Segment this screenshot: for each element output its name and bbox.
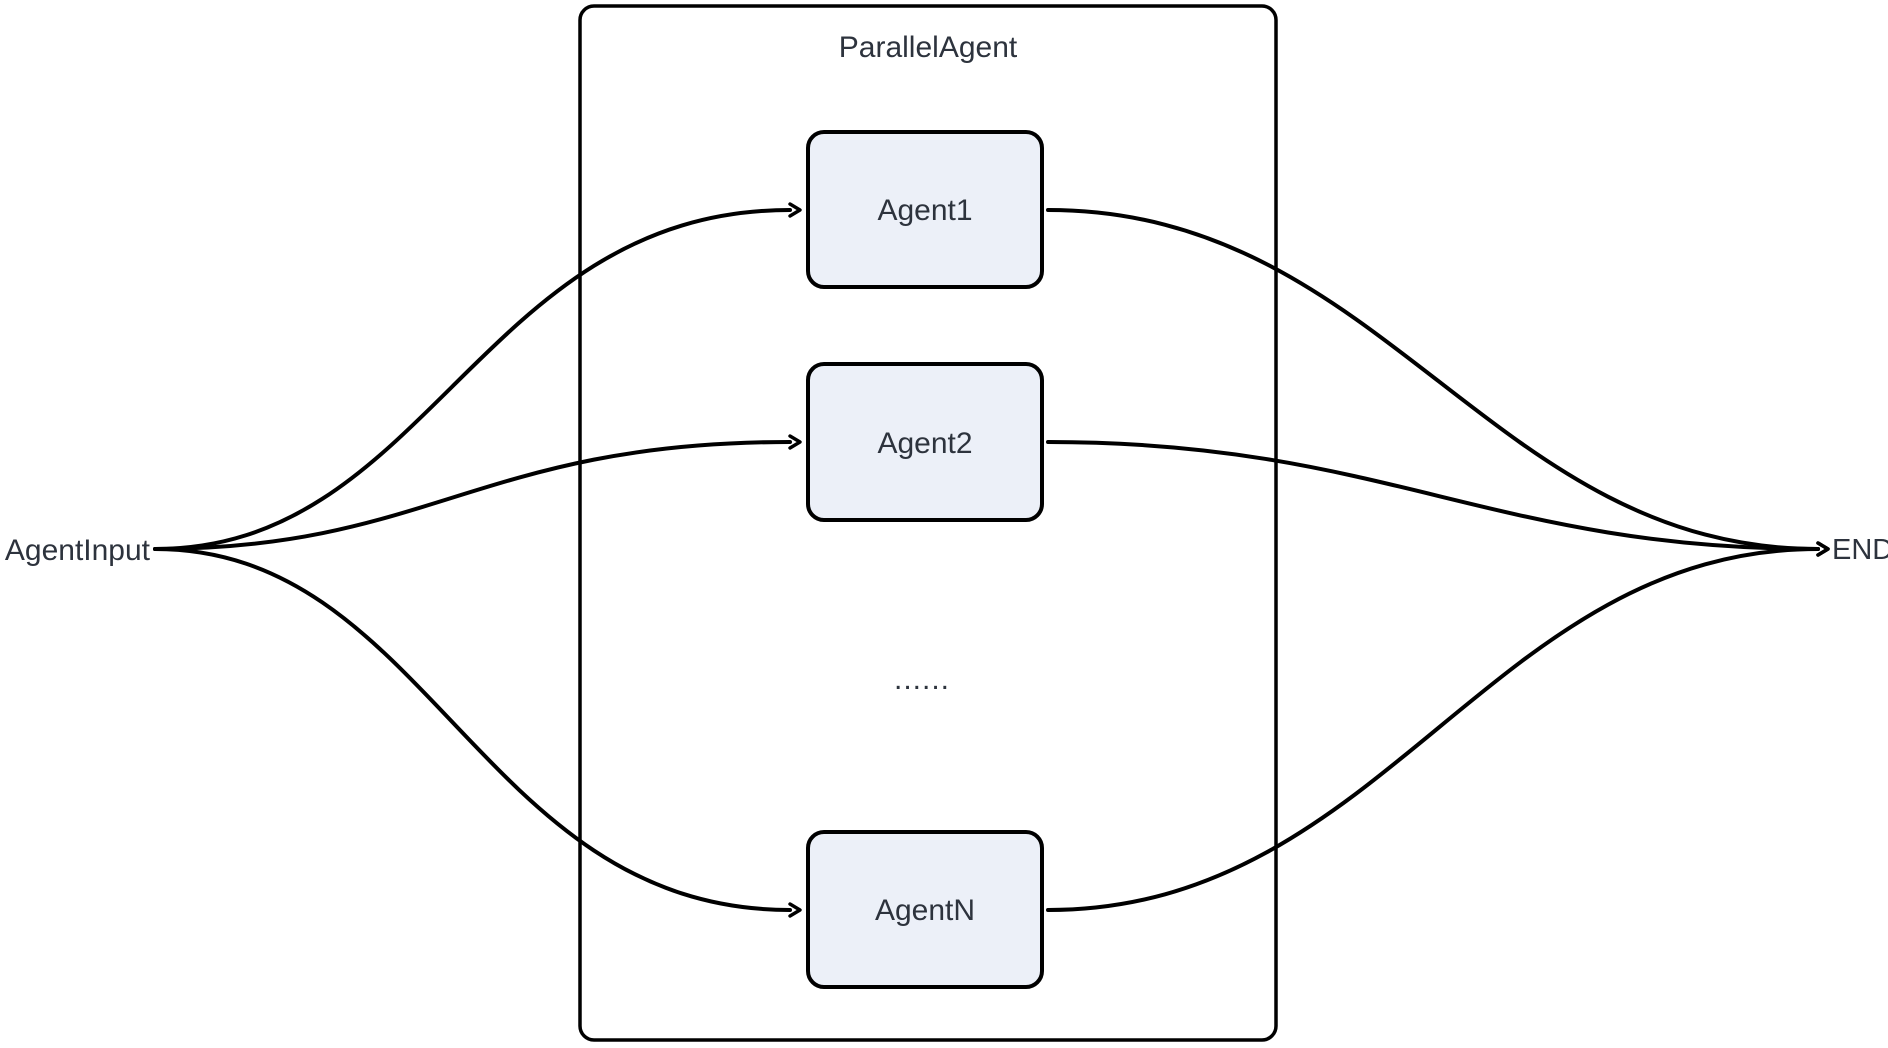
- parallel-agent-title: ParallelAgent: [839, 31, 1018, 64]
- parallel-agent-container-box: [578, 4, 1278, 1042]
- node-agent2-box: [806, 362, 1044, 522]
- node-agentn-label: AgentN: [875, 894, 975, 927]
- end-label: END: [1832, 534, 1888, 566]
- agent-input-label: AgentInput: [5, 534, 151, 567]
- edge-agentinput-agent2: [153, 434, 802, 551]
- node-agent2: Agent2: [806, 362, 1044, 522]
- node-agent1-box: [806, 130, 1044, 289]
- edge-agentinput-agentn: [153, 547, 802, 918]
- node-agent1-label: Agent1: [877, 194, 972, 227]
- node-agent2-label: Agent2: [877, 427, 972, 460]
- node-agent1: Agent1: [806, 130, 1044, 289]
- edge-agent1-end: [1046, 208, 1830, 557]
- edge-agentn-end: [1046, 541, 1830, 912]
- node-agentn-box: [806, 830, 1044, 989]
- nodes-ellipsis: ......: [894, 663, 950, 696]
- edge-agentinput-agent1: [153, 202, 802, 551]
- edge-agent2-end: [1046, 440, 1830, 557]
- node-agentn: AgentN: [806, 830, 1044, 989]
- subgraph-parallel-agent: ParallelAgent: [578, 4, 1278, 1042]
- edges: [153, 202, 1830, 918]
